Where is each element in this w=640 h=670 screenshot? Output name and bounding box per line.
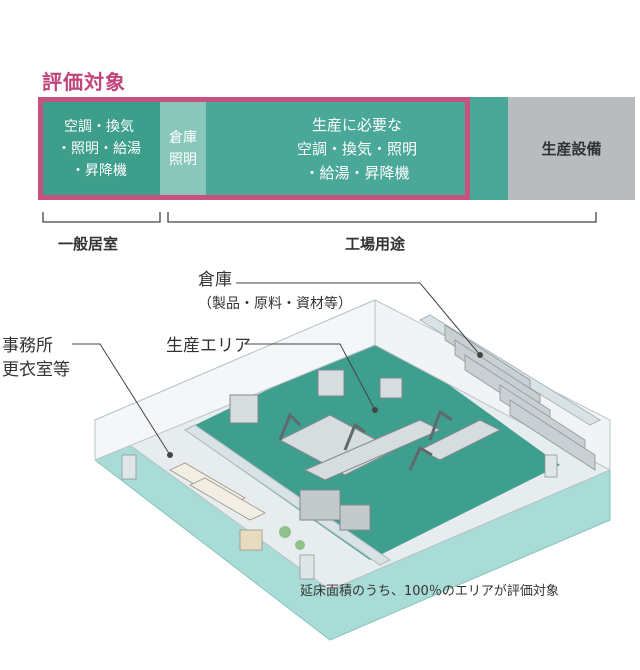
office-furniture [169,462,266,551]
doors [121,454,558,580]
warehouse-racks [444,324,596,471]
callout-production-area: 生産エリア [166,336,251,356]
footnote: 延床面積のうち、100％のエリアが評価対象 [300,584,559,599]
robot-arms [278,409,453,471]
back-wall-left [94,299,376,461]
callout-warehouse-title: 倉庫 [198,270,232,290]
bracket-general [42,212,161,223]
segment-production: 生産に必要な 空調・換気・照明 ・給湯・昇降機 [206,97,508,200]
office-plants [279,526,305,550]
segment-warehouse: 倉庫 照明 [160,97,206,200]
segment-general-line-2: ・照明・給湯 [57,140,141,157]
callout-office-line-2: 更衣室等 [2,360,70,380]
category-factory-use: 工場用途 [345,235,406,253]
segment-general-line-3: ・昇降機 [71,162,127,179]
segment-general-line-1: 空調・換気 [64,118,134,135]
callout-warehouse-detail: （製品・原料・資材等） [198,296,352,312]
callout-office-line-1: 事務所 [2,336,53,356]
segment-warehouse-line-2: 照明 [169,151,197,168]
category-brackets [42,212,597,223]
segment-production-equipment: 生産設備 [508,97,635,200]
segment-production-line-1: 生産に必要な [311,115,402,134]
segment-production-line-3: ・給湯・昇降機 [304,163,410,182]
callout-warehouse: 倉庫 （製品・原料・資材等） [198,268,352,316]
bracket-factory [167,212,597,223]
segment-production-line-2: 空調・換気・照明 [296,139,417,158]
callout-office: 事務所 更衣室等 [2,334,70,382]
segment-general-room: 空調・換気 ・照明・給湯 ・昇降機 [38,97,160,200]
callout-leaders [72,282,483,458]
segment-warehouse-line-1: 倉庫 [169,129,197,146]
production-machines [229,369,502,531]
category-general-room: 一般居室 [58,235,119,253]
evaluation-target-title: 評価対象 [42,70,126,94]
